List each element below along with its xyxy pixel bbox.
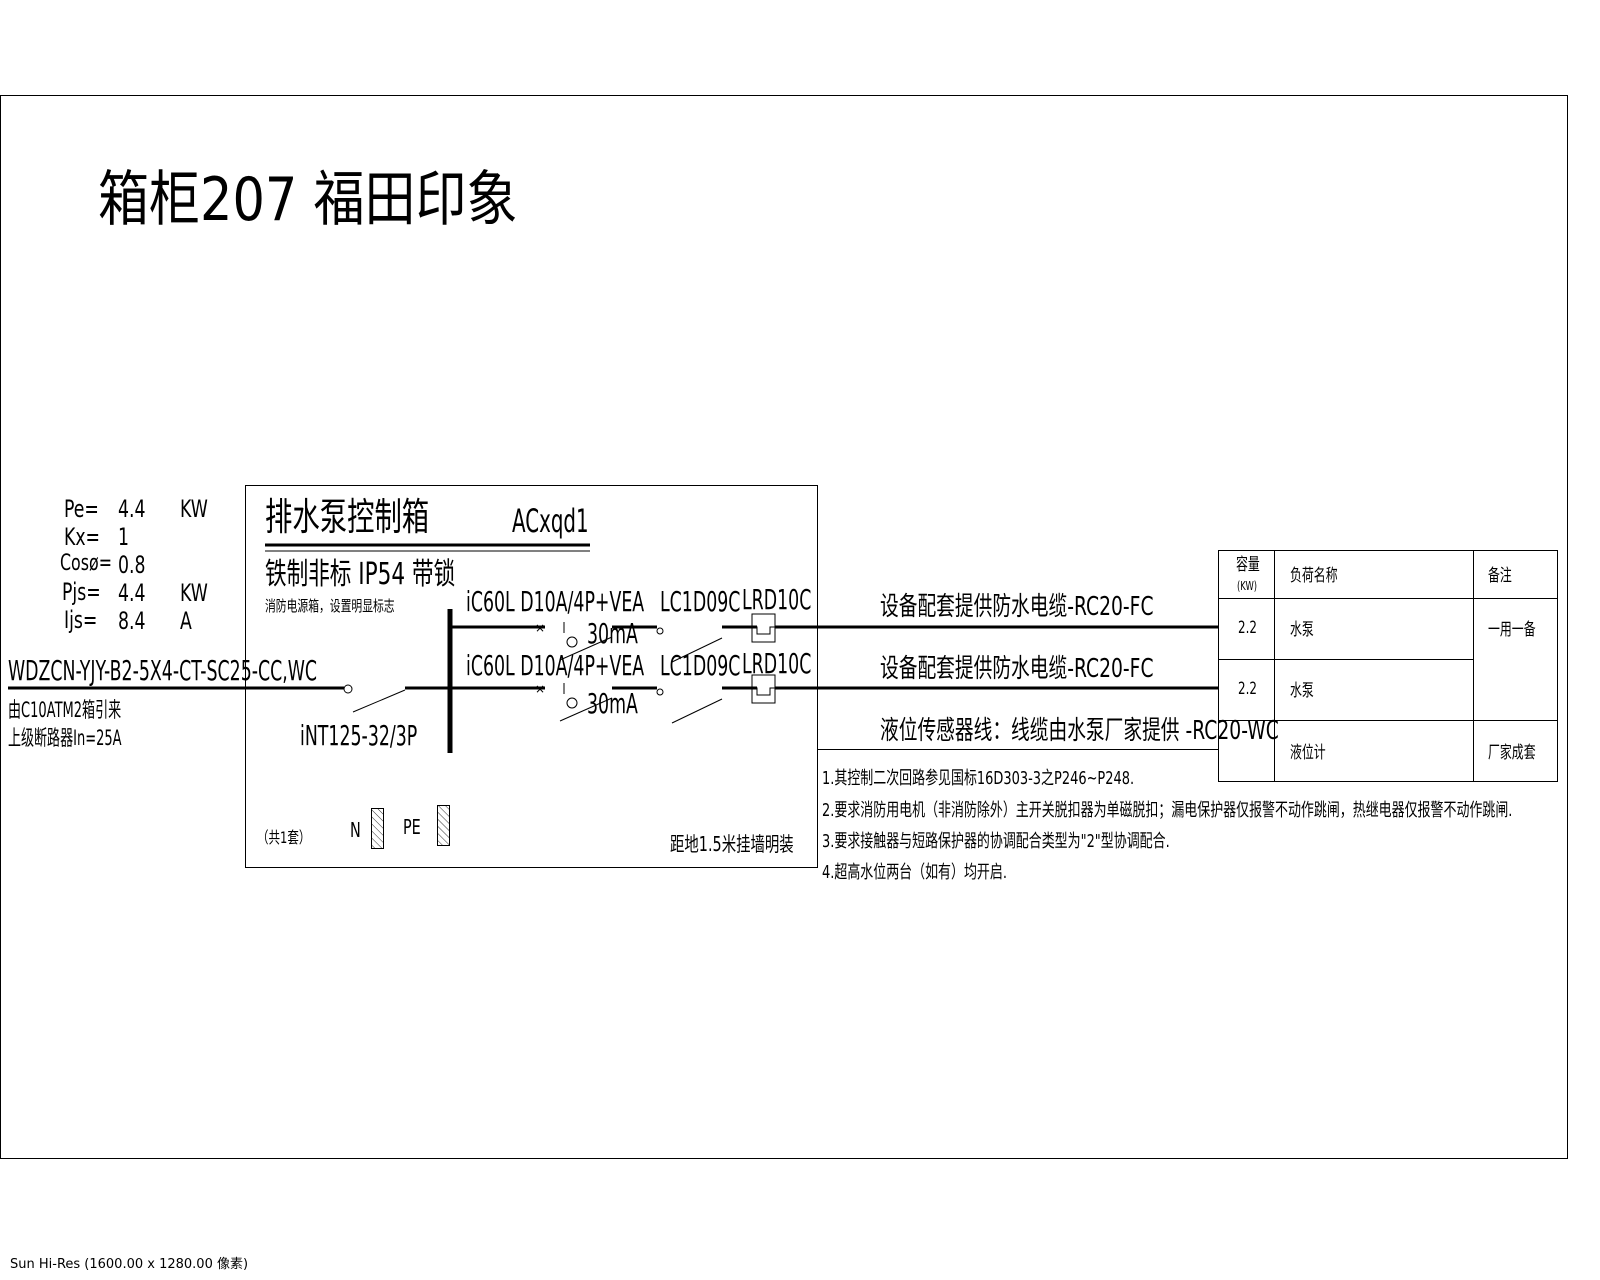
param-label: Pjs= xyxy=(62,578,101,606)
load-table-grid xyxy=(1218,550,1558,782)
outgoing-cable-label: 设备配套提供防水电缆-RC20-FC xyxy=(880,654,1154,684)
pe-terminal xyxy=(437,805,450,846)
status-bar-text: Sun Hi-Res (1600.00 x 1280.00 像素) xyxy=(10,1257,249,1272)
incoming-cable-label: WDZCN-YJY-B2-5X4-CT-SC25-CC,WC xyxy=(8,654,318,687)
param-value: 4.4 xyxy=(118,579,146,607)
param-label: Cosø= xyxy=(60,551,112,576)
n-terminal xyxy=(371,808,384,849)
param-unit: A xyxy=(180,607,192,635)
main-breaker-label: iNT125-32/3P xyxy=(300,719,418,752)
incoming-source: 由C10ATM2箱引来 xyxy=(8,698,122,722)
circuit-1: × xyxy=(450,613,1218,663)
header-capacity: 容量 xyxy=(1236,555,1260,575)
param-value: 1 xyxy=(118,523,130,551)
row-load: 水泵 xyxy=(1290,620,1314,640)
outgoing-cable-label: 设备配套提供防水电缆-RC20-FC xyxy=(880,592,1154,622)
param-value: 8.4 xyxy=(118,607,146,635)
drawing-frame xyxy=(0,95,1568,1159)
mounting-note: 距地1.5米挂墙明装 xyxy=(670,832,794,856)
control-box-outline xyxy=(245,485,818,868)
note-item: 4.超高水位两台（如有）均开启. xyxy=(822,862,1007,883)
row-load: 液位计 xyxy=(1290,743,1326,763)
breaker-trip-mark: × xyxy=(535,682,545,696)
n-label: N xyxy=(350,818,361,842)
param-unit: KW xyxy=(180,579,208,607)
rcd-label: 30mA xyxy=(587,617,638,650)
rcd-label: 30mA xyxy=(587,687,638,720)
pe-label: PE xyxy=(403,815,421,839)
header-capacity-unit: (KW) xyxy=(1237,579,1258,593)
note-item: 3.要求接触器与短路保护器的协调配合类型为"2"型协调配合. xyxy=(822,831,1170,852)
header-remark: 备注 xyxy=(1488,566,1512,586)
row-capacity: 2.2 xyxy=(1238,618,1257,638)
box-note: 消防电源箱，设置明显标志 xyxy=(265,597,395,615)
box-code: ACxqd1 xyxy=(512,502,589,540)
note-item: 2.要求消防用电机（非消防除外）主开关脱扣器为单磁脱扣；漏电保护器仅报警不动作跳… xyxy=(822,800,1513,821)
page-title: 箱柜207 福田印象 xyxy=(98,165,518,235)
header-load: 负荷名称 xyxy=(1290,566,1338,586)
sensor-line-label: 液位传感器线：线缆由水泵厂家提供 -RC20-WC xyxy=(880,716,1279,746)
contactor-label: LC1D09C xyxy=(660,585,741,618)
param-label: Ijs= xyxy=(64,606,98,634)
param-value: 4.4 xyxy=(118,495,146,523)
box-spec: 铁制非标 IP54 带锁 xyxy=(265,557,456,592)
param-label: Kx= xyxy=(64,523,101,551)
main-switch-blade xyxy=(352,689,406,713)
remark-sensor: 厂家成套 xyxy=(1488,743,1536,763)
main-switch-contact xyxy=(343,684,353,694)
row-capacity: 2.2 xyxy=(1238,679,1257,699)
remark-pumps: 一用一备 xyxy=(1488,620,1536,640)
row-load: 水泵 xyxy=(1290,681,1314,701)
upstream-breaker: 上级断路器In=25A xyxy=(8,726,122,750)
param-label: Pe= xyxy=(64,495,99,523)
param-unit: KW xyxy=(180,495,208,523)
note-item: 1.其控制二次回路参见国标16D303-3之P246~P248. xyxy=(822,768,1135,789)
box-name: 排水泵控制箱 xyxy=(265,495,430,539)
breaker-trip-mark: × xyxy=(535,621,545,635)
breaker-label: iC60L D10A/4P+VEA xyxy=(466,585,645,618)
relay-label: LRD10C xyxy=(742,647,812,680)
relay-label: LRD10C xyxy=(742,583,812,616)
circuit-2: × xyxy=(450,674,1218,724)
param-value: 0.8 xyxy=(118,551,146,579)
breaker-label: iC60L D10A/4P+VEA xyxy=(466,649,645,682)
contactor-label: LC1D09C xyxy=(660,649,741,682)
box-quantity: （共1套） xyxy=(257,828,311,847)
